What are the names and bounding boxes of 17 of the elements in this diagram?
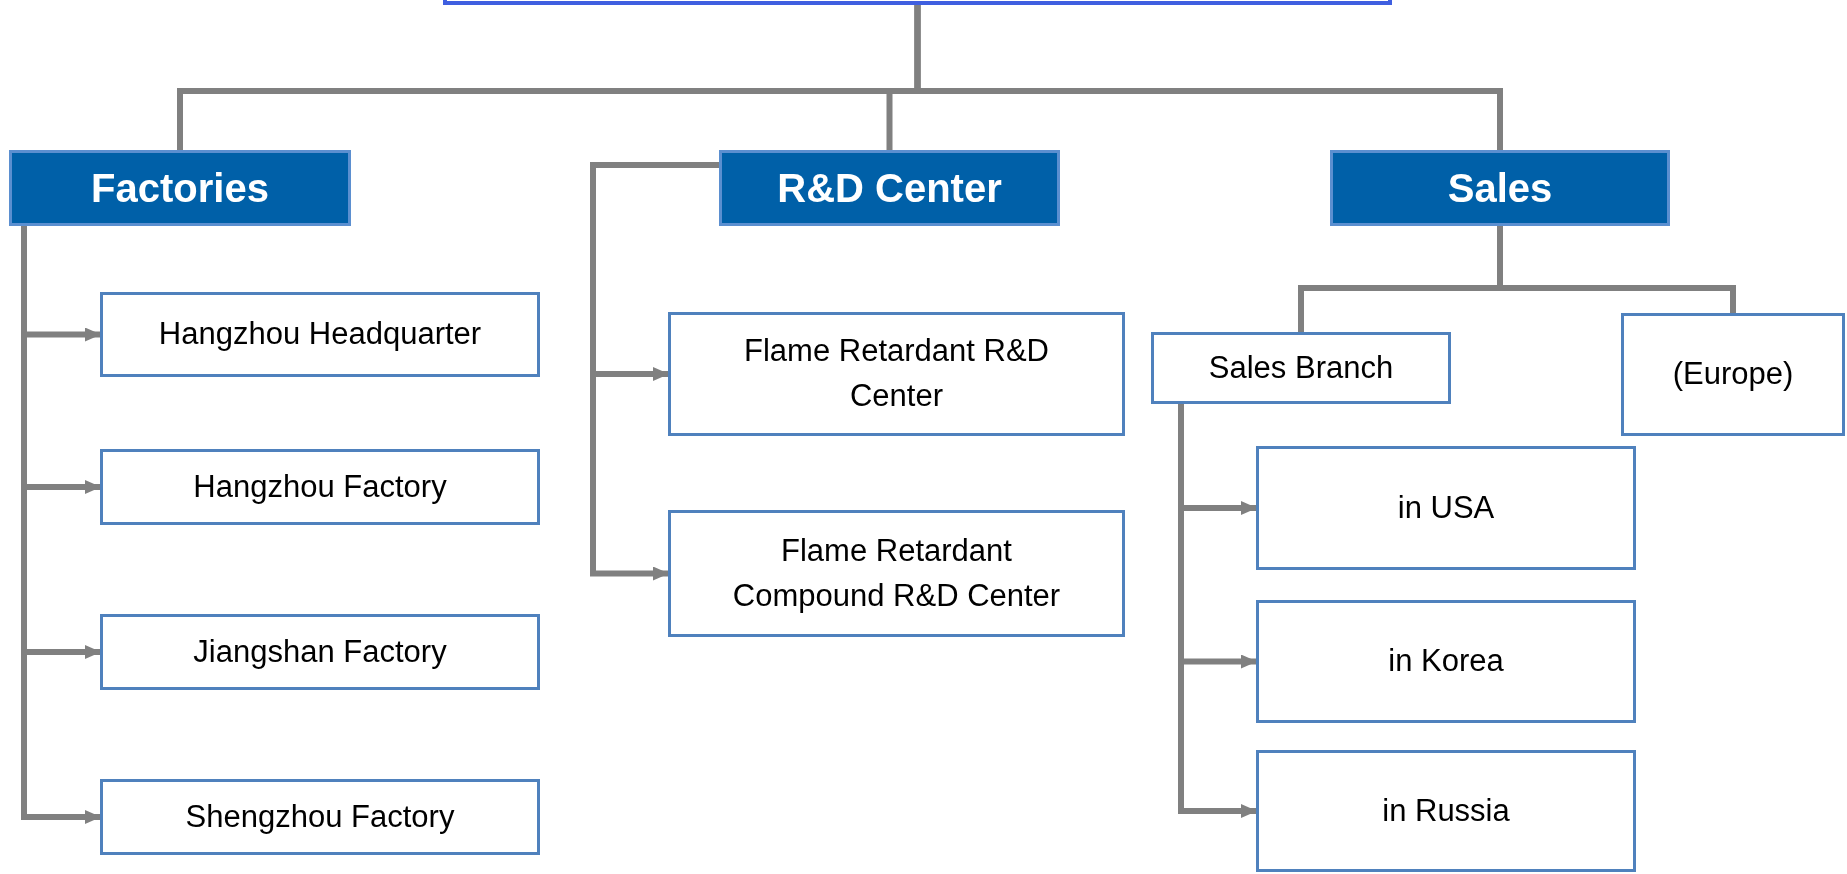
header-box: Factories — [9, 150, 351, 226]
unit-box: Sales Branch — [1151, 332, 1451, 404]
unit-box: in Korea — [1256, 600, 1636, 723]
connector-line — [914, 5, 1503, 150]
unit-box: Shengzhou Factory — [100, 779, 540, 855]
unit-box: Jiangshan Factory — [100, 614, 540, 690]
unit-box: Flame Retardant Compound R&D Center — [668, 510, 1125, 637]
arrow — [590, 162, 719, 581]
header-box: Sales — [1330, 150, 1670, 226]
unit-box: Hangzhou Headquarter — [100, 292, 540, 377]
unit-box: in USA — [1256, 446, 1636, 570]
header-box: R&D Center — [719, 150, 1060, 226]
connector-line — [1497, 226, 1736, 313]
unit-box: in Russia — [1256, 750, 1636, 872]
unit-box: Flame Retardant R&D Center — [668, 312, 1125, 436]
unit-box: (Europe) — [1621, 313, 1845, 436]
unit-box: Hangzhou Factory — [100, 449, 540, 525]
